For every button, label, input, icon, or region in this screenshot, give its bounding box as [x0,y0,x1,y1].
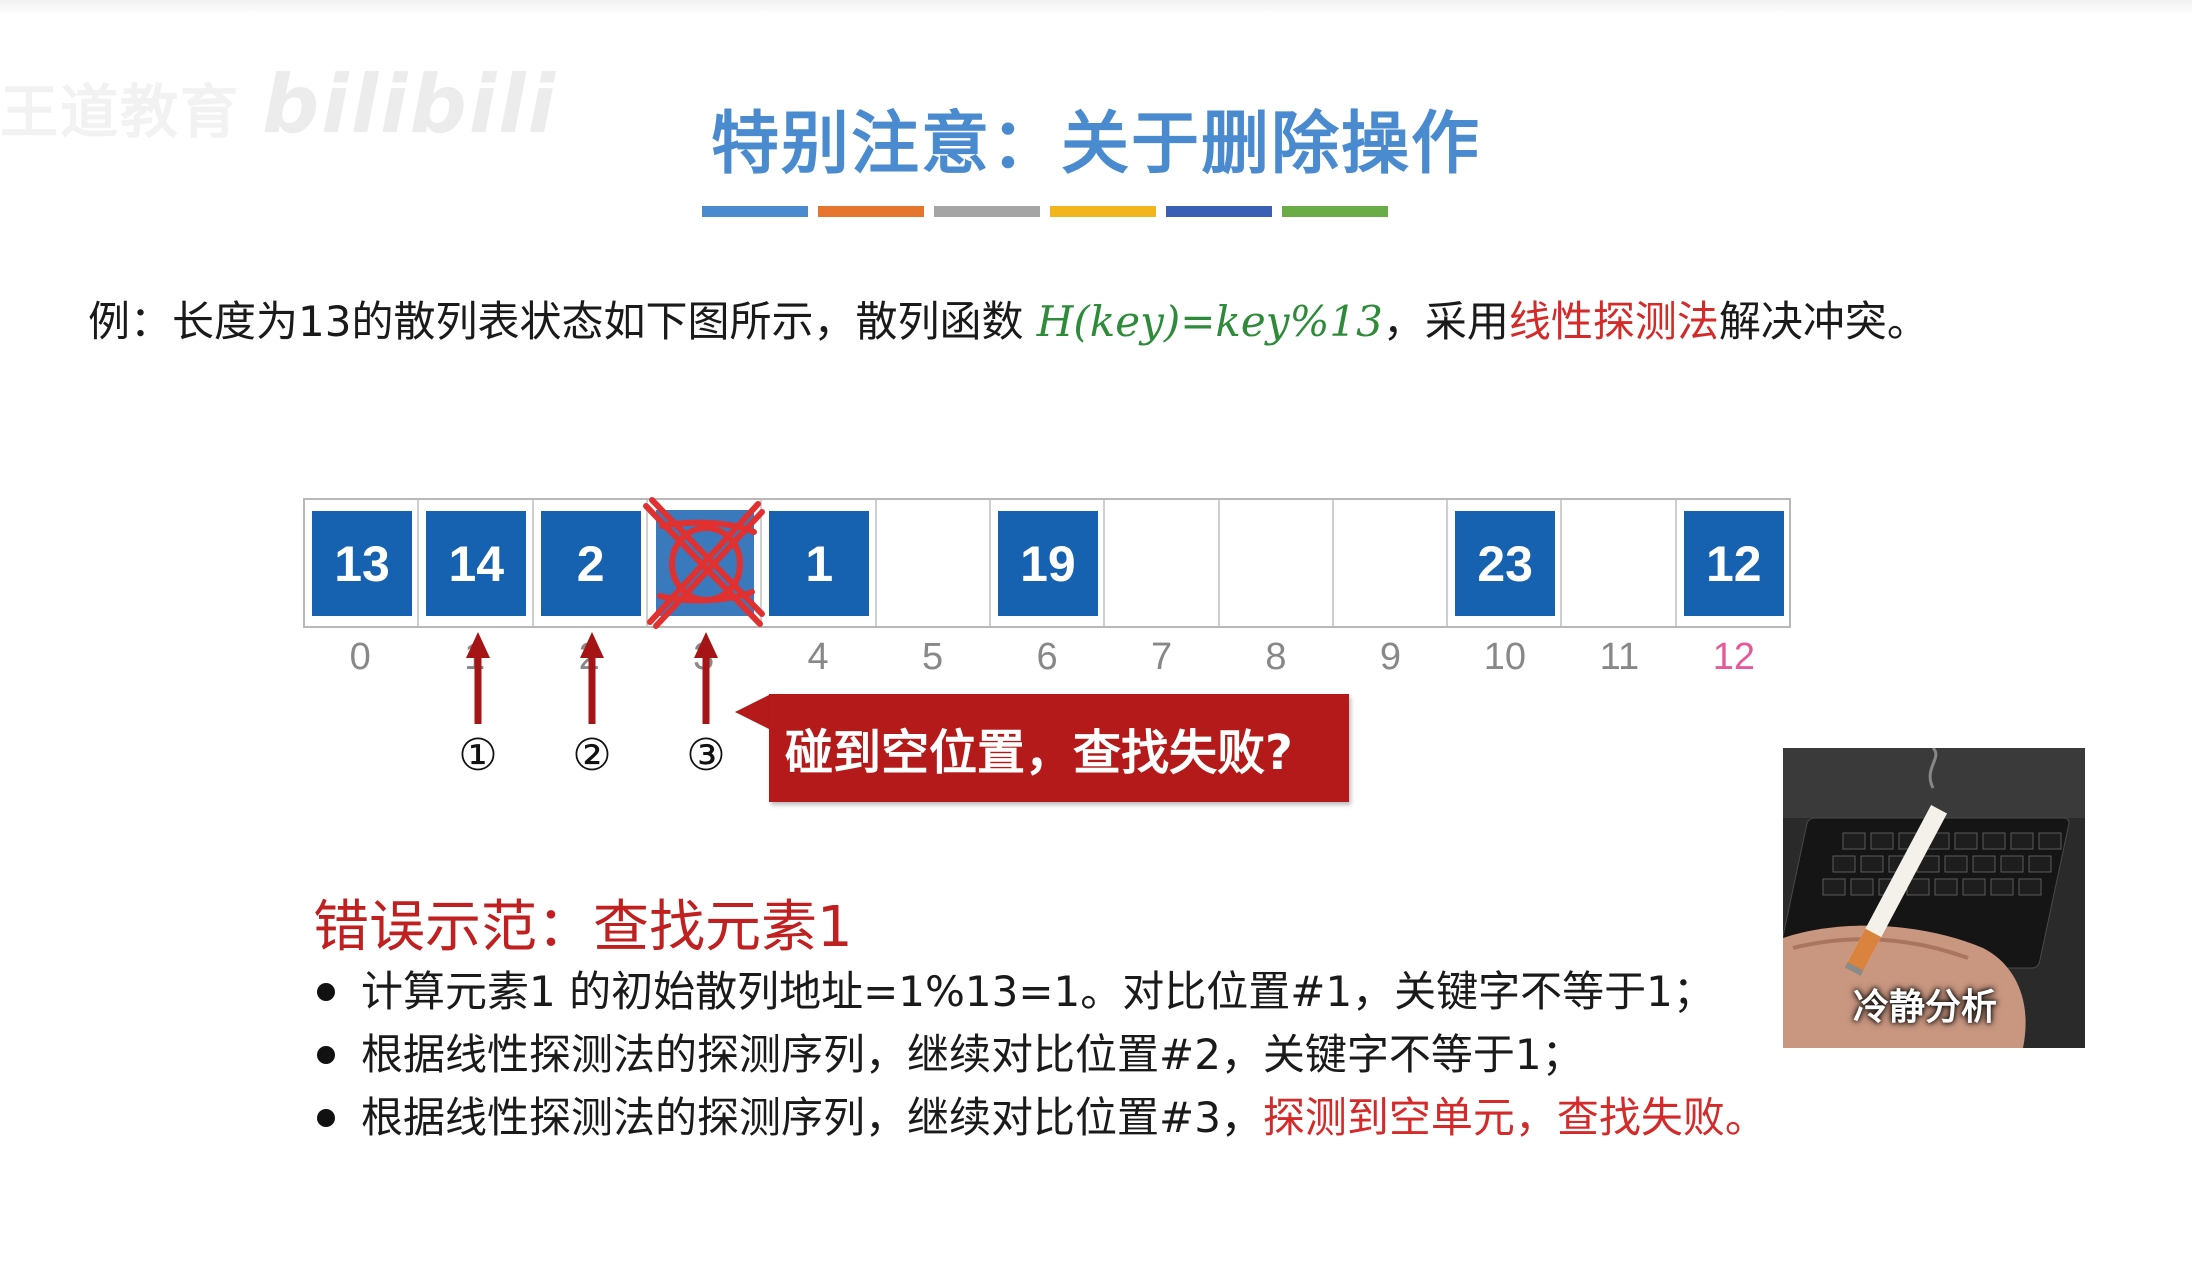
hash-cell [1220,500,1334,626]
hash-function: H(key)=key%13 [1036,297,1383,346]
meme-picture [1783,748,2085,1048]
meme-caption: 冷静分析 [1853,987,1998,1028]
hash-key: 1 [769,511,870,616]
hash-index-label: 10 [1483,636,1527,678]
example-middle: ，采用 [1382,297,1509,346]
wrong-example-heading: 错误示范：查找元素1 [313,895,853,960]
hash-key: 12 [1683,511,1784,616]
hash-cell [1334,500,1449,626]
title-bar [1050,206,1156,217]
bullet-dot-icon [317,1108,335,1127]
slide-title: 特别注意：关于删除操作 [710,105,1481,184]
hash-index-label: 8 [1265,636,1287,678]
hash-cell: 2 [534,500,648,626]
bullet-dot-icon [317,1045,335,1064]
hash-cell: 13 [305,500,420,626]
hash-index-label: 12 [1712,636,1755,678]
hash-cell [1562,500,1677,626]
watermark-brand-logo: bilibili [262,58,558,151]
probe-arrow-up-icon [694,632,718,724]
hash-index-label: 6 [1036,636,1058,678]
callout-pointer-icon [735,694,771,730]
hash-cell [877,500,991,626]
example-statement: 例：长度为13的散列表状态如下图所示，散列函数 H(key)=key%13，采用… [88,288,1929,349]
meme-image: 冷静分析 [1783,748,2085,1048]
hash-index-label: 11 [1599,636,1640,678]
hash-key: 19 [997,511,1098,616]
hash-cell: 14 [419,500,534,626]
watermark-left-text: 王道教育 [0,78,241,146]
bullet-text: 根据线性探测法的探测序列，继续对比位置#3， [361,1093,1263,1142]
hash-key: 2 [540,511,641,616]
list-item: 计算元素1 的初始散列地址=1%13=1。对比位置#1，关键字不等于1； [313,960,1767,1023]
probe-arrow-up-icon [580,632,604,724]
bullet-red-text: 探测到空单元，查找失败。 [1262,1093,1767,1142]
hash-cell [1105,500,1220,626]
deleted-mark-icon [642,497,765,629]
hash-key: 13 [312,511,412,616]
title-color-bars [702,206,1388,217]
hash-index-label: 7 [1150,636,1173,678]
title-bar [818,206,924,217]
watermark: 王道教育 bilibili [0,58,557,151]
bullet-text: 根据线性探测法的探测序列，继续对比位置#2，关键字不等于1； [361,1030,1584,1079]
bullet-text: 计算元素1 的初始散列地址=1%13=1。对比位置#1，关键字不等于1； [361,967,1715,1016]
probe-arrow-up-icon [466,632,490,724]
hash-cell [642,497,765,629]
bullet-dot-icon [317,982,335,1001]
probe-method: 线性探测法 [1508,297,1719,346]
probe-step-1: ① [458,730,498,781]
hash-cell: 23 [1448,500,1563,626]
callout-box: 碰到空位置，查找失败? [769,694,1349,802]
hash-index-label: 9 [1379,636,1402,678]
example-prefix: 例：长度为13的散列表状态如下图所示，散列函数 [88,297,1037,346]
top-edge [0,0,2192,14]
hash-table-indexes: 0123456789101112 [303,636,1791,679]
title-bar [934,206,1040,217]
hash-cell: 12 [1677,500,1789,626]
list-item: 根据线性探测法的探测序列，继续对比位置#2，关键字不等于1； [313,1023,1767,1086]
hash-key: 23 [1455,511,1556,616]
probe-step-3: ③ [686,730,726,781]
hash-key: 14 [426,511,527,616]
wrong-example-list: 计算元素1 的初始散列地址=1%13=1。对比位置#1，关键字不等于1； 根据线… [313,960,1767,1149]
hash-index-label: 4 [807,636,829,678]
example-suffix: 解决冲突。 [1718,297,1929,346]
hash-cell: 19 [991,500,1106,626]
title-bar [1282,206,1388,217]
title-bar [702,206,808,217]
hash-index-label: 5 [922,636,944,678]
hash-index-label: 0 [349,636,371,678]
title-bar [1166,206,1272,217]
hash-cell: 1 [762,500,877,626]
probe-step-2: ② [572,730,612,781]
list-item: 根据线性探测法的探测序列，继续对比位置#3，探测到空单元，查找失败。 [313,1086,1767,1149]
